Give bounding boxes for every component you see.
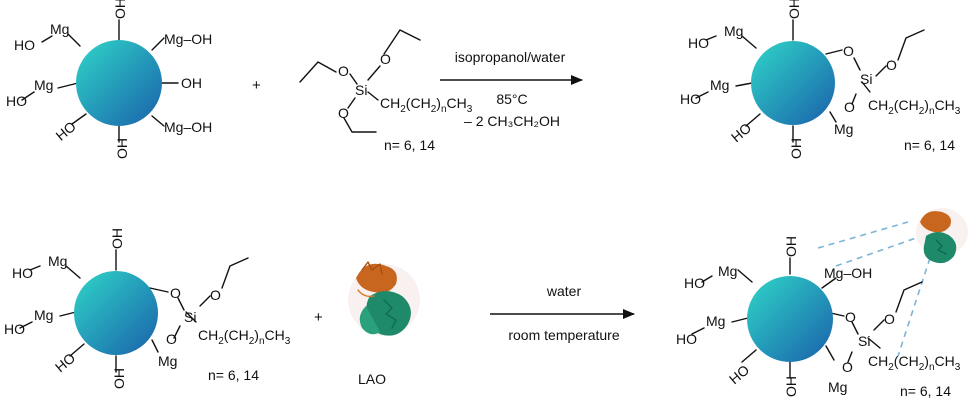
lao-protein-1: LAO: [348, 261, 420, 387]
n-values-label: n= 6, 14: [208, 367, 259, 383]
ho-label: HO: [726, 361, 752, 387]
sphere: [747, 276, 833, 362]
oh-label: OH: [788, 138, 804, 159]
oxygen-label: O: [886, 57, 897, 73]
oxygen-label: O: [210, 287, 221, 303]
oxygen-label: O: [844, 99, 855, 115]
mg-label: Mg: [718, 263, 737, 279]
alkyl-chain: CH2(CH2)nCH3: [868, 353, 961, 373]
silicon-label: Si: [860, 71, 872, 87]
reaction-arrow-2: water room temperature: [490, 283, 635, 343]
reaction-condition-temperature: room temperature: [508, 327, 619, 343]
alkyl-chain: CH2(CH2)nCH3: [198, 327, 291, 347]
alkyl-chain: CH2(CH2)nCH3: [868, 97, 961, 117]
plus-sign: +: [314, 309, 323, 326]
sphere: [751, 41, 835, 125]
oxygen-label: O: [338, 63, 349, 79]
oxygen-label: O: [842, 359, 853, 375]
n-values-label: n= 6, 14: [900, 383, 951, 399]
ho-label: HO: [676, 331, 697, 347]
oxygen-label: O: [843, 43, 854, 59]
oh-label: OH: [111, 368, 127, 389]
mg-label: Mg: [50, 21, 69, 37]
oh-label: OH: [783, 376, 799, 397]
oh-label: OH: [783, 236, 799, 257]
oxygen-label: O: [166, 331, 177, 347]
functionalized-nanoparticle-1: OH Mg HO Mg HO HO OH O Si O O Mg CH2(CH2…: [680, 0, 961, 159]
oh-label: OH: [786, 0, 802, 19]
lao-protein-2: [916, 208, 968, 264]
ho-label: HO: [12, 265, 33, 281]
mg-label: Mg: [706, 313, 725, 329]
silicon-label: Si: [184, 309, 196, 325]
mg-label: Mg: [834, 121, 853, 137]
oh-label: OH: [109, 228, 125, 249]
mg-label: Mg: [34, 77, 53, 93]
silicon-label: Si: [858, 333, 870, 349]
ho-label: HO: [6, 93, 27, 109]
ho-label: HO: [680, 91, 701, 107]
ho-label: HO: [4, 321, 25, 337]
ho-label: HO: [684, 275, 705, 291]
sphere: [74, 271, 158, 355]
sphere: [76, 40, 162, 126]
n-values-label: n= 6, 14: [384, 137, 435, 153]
reaction-byproduct: – 2 CH₃CH₂OH: [464, 113, 560, 129]
ho-label: HO: [14, 37, 35, 53]
functionalized-nanoparticle-2: OH Mg HO Mg HO HO OH O Si O O Mg CH2(CH2…: [4, 228, 291, 389]
mg-oh-label: Mg–OH: [824, 265, 872, 281]
mg-label: Mg: [34, 307, 53, 323]
plus-sign: +: [252, 77, 261, 94]
mgo-nanoparticle-1: OH Mg HO Mg–OH OH Mg HO HO Mg–OH OH: [6, 0, 212, 159]
reaction-condition-solvent: isopropanol/water: [455, 49, 566, 65]
ho-label: HO: [688, 35, 709, 51]
reaction-arrow-1: isopropanol/water 85°C – 2 CH₃CH₂OH: [440, 49, 583, 129]
n-values-label: n= 6, 14: [904, 137, 955, 153]
oxygen-label: O: [338, 105, 349, 121]
reaction-condition-temperature: 85°C: [496, 91, 527, 107]
oxygen-label: O: [380, 51, 391, 67]
mg-label: Mg: [724, 23, 743, 39]
mg-label: Mg: [48, 253, 67, 269]
ho-label: HO: [728, 119, 754, 145]
silicon-label: Si: [355, 82, 367, 98]
mg-oh-label: Mg–OH: [164, 119, 212, 135]
oh-label: OH: [112, 0, 128, 19]
ho-label: HO: [52, 349, 78, 375]
mg-oh-label: Mg–OH: [164, 31, 212, 47]
silane-molecule: O O Si O CH2(CH2)nCH3 n= 6, 14: [299, 29, 473, 153]
oxygen-label: O: [845, 309, 856, 325]
oh-label: OH: [181, 75, 202, 91]
oh-label: OH: [114, 138, 130, 159]
mg-label: Mg: [710, 77, 729, 93]
reaction-condition-solvent: water: [546, 283, 582, 299]
oxygen-label: O: [884, 311, 895, 327]
alkyl-chain: CH2(CH2)nCH3: [380, 95, 473, 115]
oxygen-label: O: [170, 285, 181, 301]
mg-label: Mg: [158, 353, 177, 369]
mg-label: Mg: [828, 379, 847, 395]
immobilized-lao-nanoparticle: OH Mg HO Mg HO HO OH Mg–OH O Si O O Mg C…: [676, 208, 968, 399]
lao-label: LAO: [358, 371, 386, 387]
